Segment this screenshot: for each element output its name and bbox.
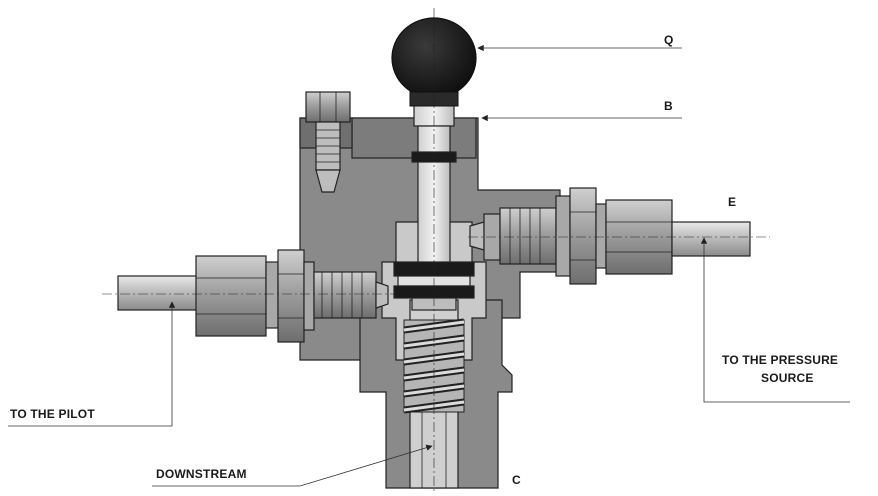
label-c: C	[512, 473, 521, 487]
label-e: E	[728, 195, 736, 209]
pressure-fitting	[469, 187, 751, 285]
label-q: Q	[664, 33, 674, 47]
downstream-leader	[152, 444, 433, 487]
label-b: B	[664, 99, 673, 113]
label-to-pilot: TO THE PILOT	[10, 407, 95, 421]
pilot-fitting	[117, 249, 389, 343]
callouts	[8, 44, 850, 487]
label-downstream: DOWNSTREAM	[156, 467, 247, 481]
pilot-leader	[8, 301, 176, 427]
center-lines	[102, 8, 770, 494]
bolt	[305, 91, 351, 193]
label-pressure-line2: SOURCE	[761, 371, 814, 385]
label-pressure-line1: TO THE PRESSURE	[722, 353, 838, 367]
pressure-leader	[700, 237, 850, 403]
labels: Q B E TO THE PRESSURE SOURCE TO THE PILO…	[10, 33, 838, 487]
